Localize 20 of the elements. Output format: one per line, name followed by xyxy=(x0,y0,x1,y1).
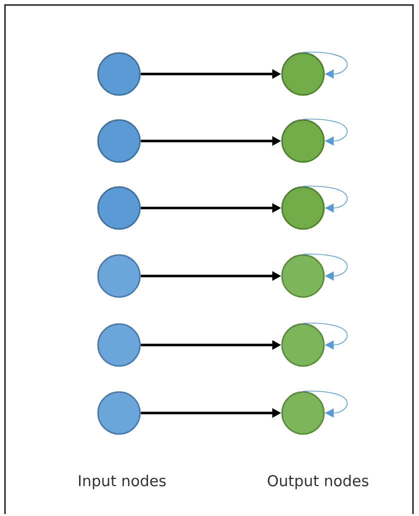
output-node-circle xyxy=(281,323,325,367)
self-loop-arrow xyxy=(302,118,348,146)
input-node-circle xyxy=(97,391,141,435)
output-node-circle xyxy=(281,391,325,435)
axis-label: Output nodes xyxy=(268,474,368,490)
output-node-circle xyxy=(281,52,325,96)
self-loop-arrow xyxy=(302,390,348,418)
self-loop-arrow xyxy=(302,322,348,350)
output-node-circle xyxy=(281,186,325,230)
output-node-circle xyxy=(281,254,325,298)
axis-label: Input nodes xyxy=(79,474,166,490)
input-node-circle xyxy=(97,186,141,230)
input-node-circle xyxy=(97,254,141,298)
self-loop-arrow xyxy=(302,254,348,281)
self-loop-arrow xyxy=(302,186,348,213)
input-node-circle xyxy=(97,119,141,163)
self-loop-arrow xyxy=(302,52,348,79)
input-node-circle xyxy=(97,323,141,367)
output-node-circle xyxy=(281,119,325,163)
input-node-circle xyxy=(97,52,141,96)
